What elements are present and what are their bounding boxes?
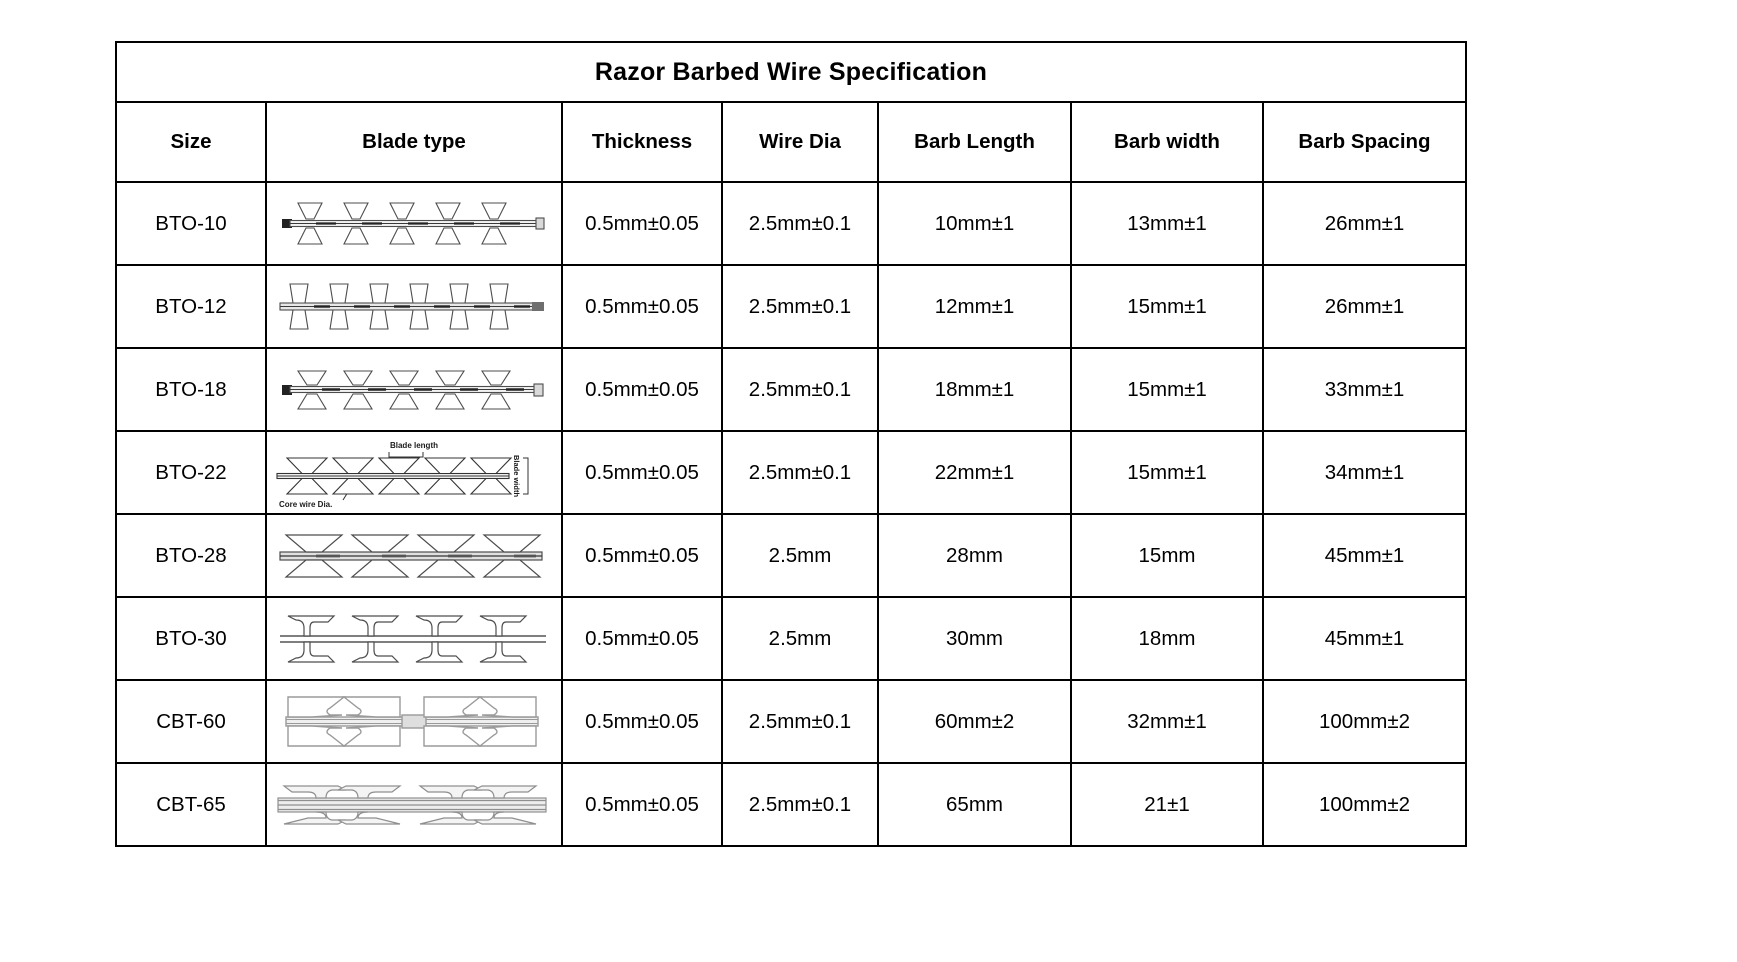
cell-barb-spacing: 26mm±1 [1262, 181, 1467, 266]
cell-barb-width: 15mm±1 [1070, 347, 1264, 432]
cell-wire-dia: 2.5mm±0.1 [721, 430, 879, 515]
cell-size: BTO-12 [115, 264, 267, 349]
cell-blade-type [265, 596, 563, 681]
cell-thickness: 0.5mm±0.05 [561, 762, 723, 847]
cell-barb-length: 65mm [877, 762, 1072, 847]
cell-size: CBT-65 [115, 762, 267, 847]
cell-blade-type [265, 679, 563, 764]
cell-barb-width: 32mm±1 [1070, 679, 1264, 764]
bto-22-blade-diagram: Blade length Blade width Core wire Dia. [276, 441, 529, 509]
razor-barbed-wire-spec-table: Razor Barbed Wire Specification Size Bla… [115, 41, 1467, 847]
table-row: CBT-60 [115, 679, 1467, 764]
bto-12-blade-diagram [279, 282, 544, 330]
cell-thickness: 0.5mm±0.05 [561, 596, 723, 681]
bto-18-blade-diagram [282, 369, 544, 410]
cell-thickness: 0.5mm±0.05 [561, 430, 723, 515]
cell-barb-spacing: 34mm±1 [1262, 430, 1467, 515]
diagram-label-blade-length: Blade length [390, 441, 438, 450]
cell-size: BTO-30 [115, 596, 267, 681]
cell-barb-spacing: 45mm±1 [1262, 596, 1467, 681]
table-row: BTO-28 [115, 513, 1467, 598]
cell-size: BTO-28 [115, 513, 267, 598]
cell-thickness: 0.5mm±0.05 [561, 347, 723, 432]
cell-wire-dia: 2.5mm±0.1 [721, 347, 879, 432]
cbt-60-blade-diagram [285, 695, 539, 747]
cell-barb-spacing: 100mm±2 [1262, 679, 1467, 764]
cell-barb-width: 15mm [1070, 513, 1264, 598]
cell-size: BTO-18 [115, 347, 267, 432]
cell-barb-length: 12mm±1 [877, 264, 1072, 349]
cell-barb-width: 18mm [1070, 596, 1264, 681]
cell-barb-length: 10mm±1 [877, 181, 1072, 266]
bto-28-blade-diagram [279, 533, 543, 578]
cell-wire-dia: 2.5mm [721, 596, 879, 681]
cell-size: BTO-10 [115, 181, 267, 266]
bto-10-blade-diagram [282, 201, 545, 245]
cell-size: BTO-22 [115, 430, 267, 515]
cell-wire-dia: 2.5mm±0.1 [721, 181, 879, 266]
column-header-blade-type: Blade type [265, 101, 563, 183]
cell-wire-dia: 2.5mm±0.1 [721, 762, 879, 847]
cell-wire-dia: 2.5mm±0.1 [721, 679, 879, 764]
table-row: BTO-22 Blade length Blade width Core wir… [115, 430, 1467, 515]
table-title: Razor Barbed Wire Specification [115, 41, 1467, 103]
cell-barb-length: 22mm±1 [877, 430, 1072, 515]
cell-barb-width: 21±1 [1070, 762, 1264, 847]
table-header-row: Size Blade type Thickness Wire Dia Barb … [115, 101, 1467, 183]
cell-barb-length: 18mm±1 [877, 347, 1072, 432]
cell-barb-width: 15mm±1 [1070, 264, 1264, 349]
cell-barb-width: 15mm±1 [1070, 430, 1264, 515]
bto-30-blade-diagram [280, 614, 546, 663]
column-header-wire-dia: Wire Dia [721, 101, 879, 183]
cell-barb-length: 30mm [877, 596, 1072, 681]
table-row: CBT-65 [115, 762, 1467, 847]
column-header-barb-width: Barb width [1070, 101, 1264, 183]
diagram-label-core-wire-dia: Core wire Dia. [279, 500, 332, 509]
cell-size: CBT-60 [115, 679, 267, 764]
cell-barb-width: 13mm±1 [1070, 181, 1264, 266]
cell-thickness: 0.5mm±0.05 [561, 513, 723, 598]
table-row: BTO-10 [115, 181, 1467, 266]
cell-wire-dia: 2.5mm [721, 513, 879, 598]
cell-barb-length: 28mm [877, 513, 1072, 598]
table-row: BTO-18 [115, 347, 1467, 432]
cell-blade-type [265, 513, 563, 598]
cbt-65-blade-diagram [277, 784, 547, 825]
column-header-size: Size [115, 101, 267, 183]
cell-barb-spacing: 45mm±1 [1262, 513, 1467, 598]
column-header-thickness: Thickness [561, 101, 723, 183]
cell-blade-type [265, 181, 563, 266]
cell-thickness: 0.5mm±0.05 [561, 679, 723, 764]
table-row: BTO-12 [115, 264, 1467, 349]
cell-barb-spacing: 100mm±2 [1262, 762, 1467, 847]
cell-blade-type [265, 347, 563, 432]
column-header-barb-spacing: Barb Spacing [1262, 101, 1467, 183]
cell-barb-spacing: 33mm±1 [1262, 347, 1467, 432]
table-row: BTO-30 [115, 596, 1467, 681]
cell-barb-length: 60mm±2 [877, 679, 1072, 764]
diagram-label-blade-width: Blade width [512, 454, 521, 497]
cell-blade-type [265, 264, 563, 349]
cell-blade-type [265, 762, 563, 847]
column-header-barb-length: Barb Length [877, 101, 1072, 183]
cell-barb-spacing: 26mm±1 [1262, 264, 1467, 349]
cell-blade-type: Blade length Blade width Core wire Dia. [265, 430, 563, 515]
cell-thickness: 0.5mm±0.05 [561, 264, 723, 349]
cell-wire-dia: 2.5mm±0.1 [721, 264, 879, 349]
cell-thickness: 0.5mm±0.05 [561, 181, 723, 266]
table-title-row: Razor Barbed Wire Specification [115, 41, 1467, 103]
